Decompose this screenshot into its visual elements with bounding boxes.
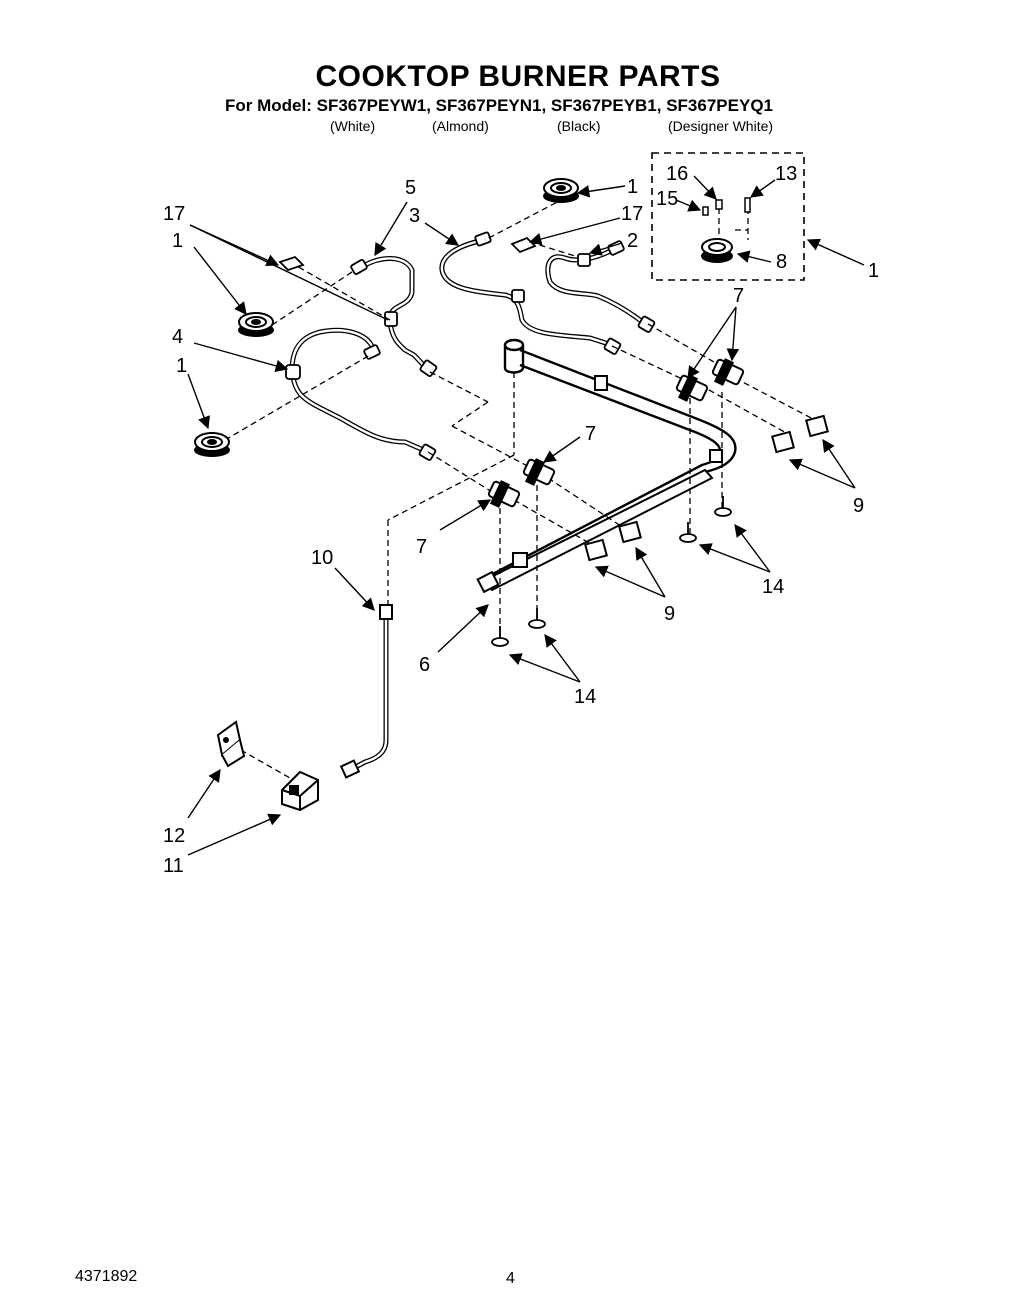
variant-designer-white: (Designer White)	[668, 118, 774, 134]
variant-black: (Black)	[557, 118, 601, 134]
callout-14-right: 14	[762, 576, 784, 598]
document-number: 4371892	[75, 1268, 138, 1285]
screw-left-1	[491, 626, 509, 647]
screw-left-2	[528, 608, 546, 629]
burner-rear-left	[238, 312, 274, 337]
valve-right-upper	[711, 358, 745, 386]
knob-left-upper	[618, 520, 642, 544]
callout-9-left: 9	[664, 603, 675, 625]
assembly-guide-lines	[224, 197, 816, 779]
part-16-screw	[715, 199, 723, 210]
screw-right-2	[714, 496, 732, 517]
callout-7-center: 7	[585, 423, 596, 445]
clip-right	[510, 236, 537, 254]
burner-assembly-box	[651, 152, 805, 281]
variant-almond: (Almond)	[432, 118, 489, 134]
knob-right-lower	[771, 430, 795, 454]
model-line: For Model: SF367PEYW1, SF367PEYN1, SF367…	[225, 96, 773, 115]
callout-1-rear-left: 1	[172, 230, 183, 252]
callout-10: 10	[311, 547, 333, 569]
callout-6: 6	[419, 654, 430, 676]
part-15-screw	[702, 206, 709, 216]
tube-4	[289, 327, 431, 455]
leader-lines	[187, 175, 865, 856]
callout-12: 12	[163, 825, 185, 847]
callout-1-front-left: 1	[176, 355, 187, 377]
gas-supply-line	[348, 618, 389, 773]
callout-4: 4	[172, 326, 183, 348]
callout-17-right: 17	[621, 203, 643, 225]
screw-right-1	[679, 522, 697, 543]
callout-7-right: 7	[733, 285, 744, 307]
callout-14-left: 14	[574, 686, 596, 708]
burner-base-8	[701, 238, 733, 263]
manifold-rail	[476, 375, 723, 594]
burner-front-left	[194, 432, 230, 457]
callout-2: 2	[627, 230, 638, 252]
callout-3: 3	[409, 205, 420, 227]
clip-left	[278, 255, 305, 272]
callout-13: 13	[775, 163, 797, 185]
callout-1-rear-right: 1	[627, 176, 638, 198]
knob-right-upper	[805, 414, 829, 438]
callout-9-right: 9	[853, 495, 864, 517]
regulator-bracket	[216, 720, 246, 768]
page-number: 4	[506, 1270, 515, 1287]
callout-5: 5	[405, 177, 416, 199]
variant-white: (White)	[330, 118, 376, 134]
page-title: COOKTOP BURNER PARTS	[315, 60, 721, 93]
callout-15: 15	[656, 188, 678, 210]
valve-left	[487, 480, 521, 508]
callout-7-left: 7	[416, 536, 427, 558]
pressure-regulator	[281, 770, 319, 812]
callout-11: 11	[163, 855, 184, 877]
valve-right-lower	[675, 374, 709, 402]
callout-16: 16	[666, 163, 688, 185]
callout-8: 8	[776, 251, 787, 273]
part-13-electrode	[744, 197, 751, 213]
burner-rear-right	[543, 178, 579, 203]
knob-left-lower	[584, 538, 608, 562]
valve-center	[522, 458, 556, 486]
callout-1-box: 1	[868, 260, 879, 282]
callout-17-left: 17	[163, 203, 185, 225]
